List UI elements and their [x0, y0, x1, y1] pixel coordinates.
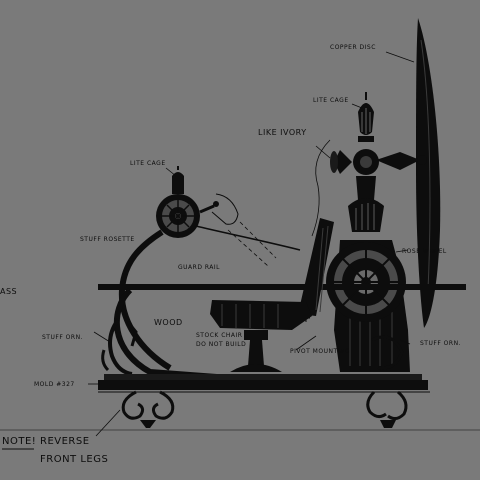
label-stuff-orn-left: STUFF ORN.	[42, 334, 83, 341]
column-hub	[330, 149, 379, 175]
label-lite-cage-left: LITE CAGE	[130, 160, 166, 167]
label-mold-number: MOLD #327	[34, 381, 75, 388]
label-guard-rail: GUARD RAIL	[178, 264, 220, 271]
label-lite-cage-top: LITE CAGE	[313, 97, 349, 104]
pencil-contour	[311, 139, 331, 237]
dashed-sketch-lines	[227, 221, 277, 267]
label-reverse: REVERSE	[40, 436, 90, 447]
guard-rail	[118, 225, 301, 371]
front-rosette	[156, 166, 219, 238]
base-platform	[98, 374, 430, 393]
label-stuff-orn-right: STUFF ORN.	[420, 340, 461, 347]
top-lite-cage	[358, 92, 374, 142]
label-front-legs: FRONT LEGS	[40, 454, 109, 465]
copper-disc	[416, 18, 441, 328]
brass-rail	[98, 284, 466, 290]
front-leg-left	[121, 390, 175, 428]
label-wood: WOOD	[154, 318, 183, 327]
sledge-runner	[101, 287, 404, 381]
rose-wheel	[326, 242, 406, 322]
label-copper-disc: COPPER DISC	[330, 44, 376, 51]
label-like-ivory: LIKE IVORY	[258, 128, 307, 137]
stock-chair	[210, 218, 334, 372]
label-stock-chair: STOCK CHAIR	[196, 332, 243, 339]
label-pivot-mounting: PIVOT MOUNTING	[290, 348, 351, 355]
label-do-not-build: DO NOT BUILD	[196, 341, 247, 348]
label-rose-wheel: ROSE WHEEL	[402, 248, 447, 255]
rear-leg-right	[366, 390, 408, 428]
leader-lines	[88, 51, 415, 437]
plus-mark	[302, 314, 310, 322]
disc-axle	[376, 152, 427, 170]
label-note: NOTE!	[2, 436, 37, 447]
hand-sketch	[211, 193, 239, 225]
label-stuff-rosette: STUFF ROSETTE	[80, 236, 135, 243]
label-brass: ASS	[0, 287, 18, 296]
